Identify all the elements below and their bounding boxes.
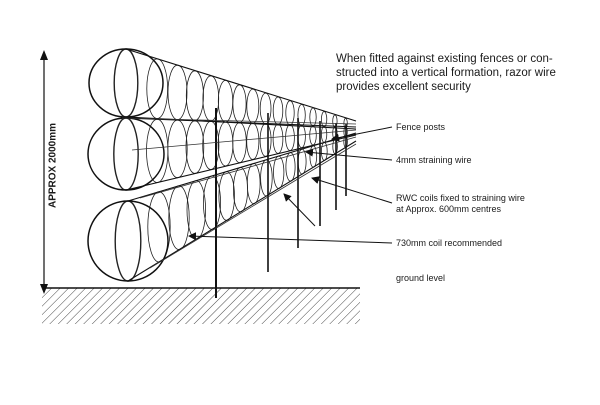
coil-loop [273, 155, 285, 189]
coil-loop [168, 185, 190, 251]
coil-loop [113, 117, 139, 191]
coil-loop [272, 123, 284, 154]
coil-loop [113, 48, 139, 118]
leader-coil [188, 232, 393, 244]
coil-loop [167, 64, 188, 120]
razor-wire-coils [87, 48, 357, 282]
straining-wire [139, 136, 357, 199]
height-label: APPROX 2000mm [47, 122, 59, 209]
fence-posts [215, 108, 347, 298]
coil-bottom-edge [127, 140, 357, 282]
label-rwc-coils-line-2: at Approx. 600mm centres [396, 204, 502, 214]
label-coil: 730mm coil recommended [396, 238, 503, 248]
coil-loop [260, 159, 273, 197]
coil-loop [217, 121, 234, 167]
coil-loop [320, 125, 328, 143]
leader-fence-posts [331, 126, 393, 142]
straining-wire [149, 143, 357, 269]
coil-loop [259, 92, 272, 125]
coil-loop [232, 122, 247, 164]
coil-loop [232, 84, 247, 123]
coil-loop [309, 125, 317, 146]
label-straining-wire: 4mm straining wire [396, 155, 472, 165]
coil-loop [320, 111, 328, 128]
label-ground-level: ground level [396, 273, 446, 283]
coil-front-face [87, 200, 169, 282]
coil-loop [246, 88, 260, 124]
coil-front-face [88, 48, 164, 118]
coil-loop [246, 122, 260, 160]
coil-loop [297, 124, 306, 149]
callout-leaders [188, 126, 393, 244]
leader-straining-wire [305, 148, 393, 161]
coil-row-1 [88, 48, 357, 130]
coil-loop [218, 171, 235, 221]
coil-front-face [87, 117, 165, 191]
coil-top-edge [125, 48, 357, 122]
coil-loop [259, 123, 272, 157]
coil-loop [202, 175, 221, 230]
label-fence-posts: Fence posts [396, 122, 446, 132]
coil-row-3 [87, 132, 357, 282]
coil-loop [186, 180, 207, 240]
coil-loop [232, 167, 248, 213]
description-line-2: structed into a vertical formation, razo… [336, 67, 556, 79]
straining-wire [121, 117, 357, 125]
coil-loop [285, 124, 295, 151]
coil-loop [272, 96, 284, 126]
description-line-1: When fitted against existing fences or c… [336, 53, 553, 65]
coil-loop [246, 163, 261, 205]
coil-loop [285, 100, 295, 126]
straining-wires [121, 117, 357, 269]
description-line-3: provides excellent security [336, 81, 471, 93]
coil-loop [285, 152, 296, 182]
leader-rwc-coils [311, 176, 393, 204]
description-text: When fitted against existing fences or c… [336, 52, 576, 94]
straining-wire [131, 129, 357, 151]
coil-loop [114, 200, 142, 282]
coil-loop [146, 118, 169, 183]
coil-loop [185, 120, 205, 174]
coil-loop [167, 119, 188, 179]
ground-level [42, 287, 360, 324]
coil-top-edge [127, 132, 357, 202]
leader-rwc-coils-2 [283, 193, 316, 227]
coil-loop [217, 79, 234, 123]
label-rwc-coils-line-1: RWC coils fixed to straining wire [396, 193, 525, 203]
coil-loop [185, 70, 204, 121]
coil-top-edge [125, 117, 357, 128]
coil-loop [309, 107, 317, 127]
